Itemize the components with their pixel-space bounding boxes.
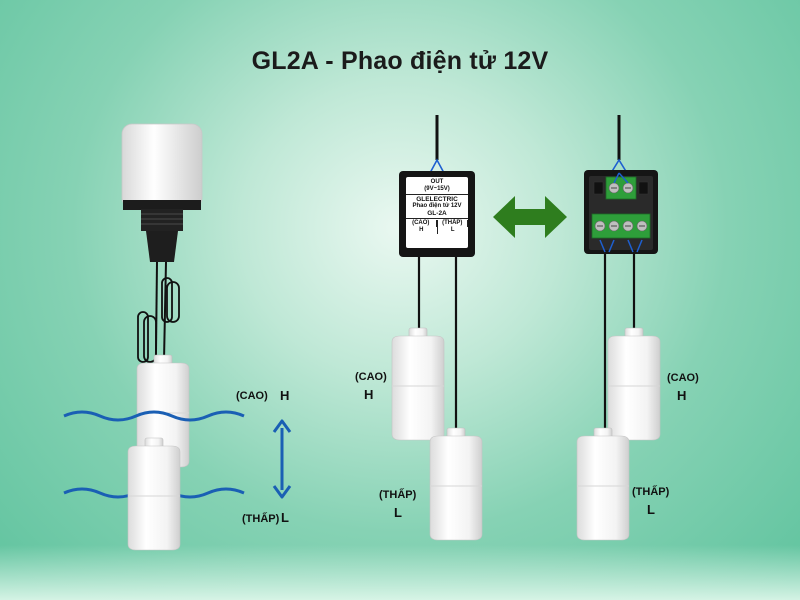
left-high-note: (CAO) [236,390,268,402]
left-high-letter: H [280,388,290,403]
level-range-arrow [272,419,292,499]
right-sensor-diagram [576,115,661,541]
float-high [391,327,445,441]
cable-clips [137,277,180,363]
box-out-label: OUT [430,179,444,185]
float-low [576,427,630,541]
box-high-note: (CAO) [406,220,437,227]
sensor-head [121,123,203,262]
right-high-letter: H [677,388,687,403]
left-low-note: (THẤP) [242,513,280,525]
middle-low-letter: L [394,505,402,520]
middle-high-letter: H [364,387,374,402]
right-low-letter: L [647,502,655,517]
box-model-label: GL-2A [427,210,447,217]
middle-sensor-diagram [391,115,483,541]
box-subtitle-label: Phao điện tử 12V [412,203,462,209]
box-low-letter: L [450,227,455,233]
right-high-note: (CAO) [667,372,699,384]
floor-glow [0,545,800,600]
middle-low-note: (THẤP) [379,489,417,501]
swap-arrow-icon [493,196,567,238]
float-low [429,427,483,541]
box-brand-label: GLELECTRIC [416,196,458,203]
page-title: GL2A - Phao điện tử 12V [251,47,549,75]
left-low-letter: L [281,510,289,525]
middle-high-note: (CAO) [355,371,387,383]
box-low-note: (THẤP) [438,220,468,227]
float-low [127,437,181,551]
float-high [607,327,661,441]
box-high-letter: H [419,227,424,233]
left-sensor-diagram [63,123,292,551]
box-voltage-label: (9V~15V) [424,186,450,192]
control-box-label: OUT (9V~15V) GLELECTRIC Phao điện tử 12V… [406,177,468,248]
right-low-note: (THẤP) [632,486,670,498]
water-level-high-wave [63,410,245,422]
